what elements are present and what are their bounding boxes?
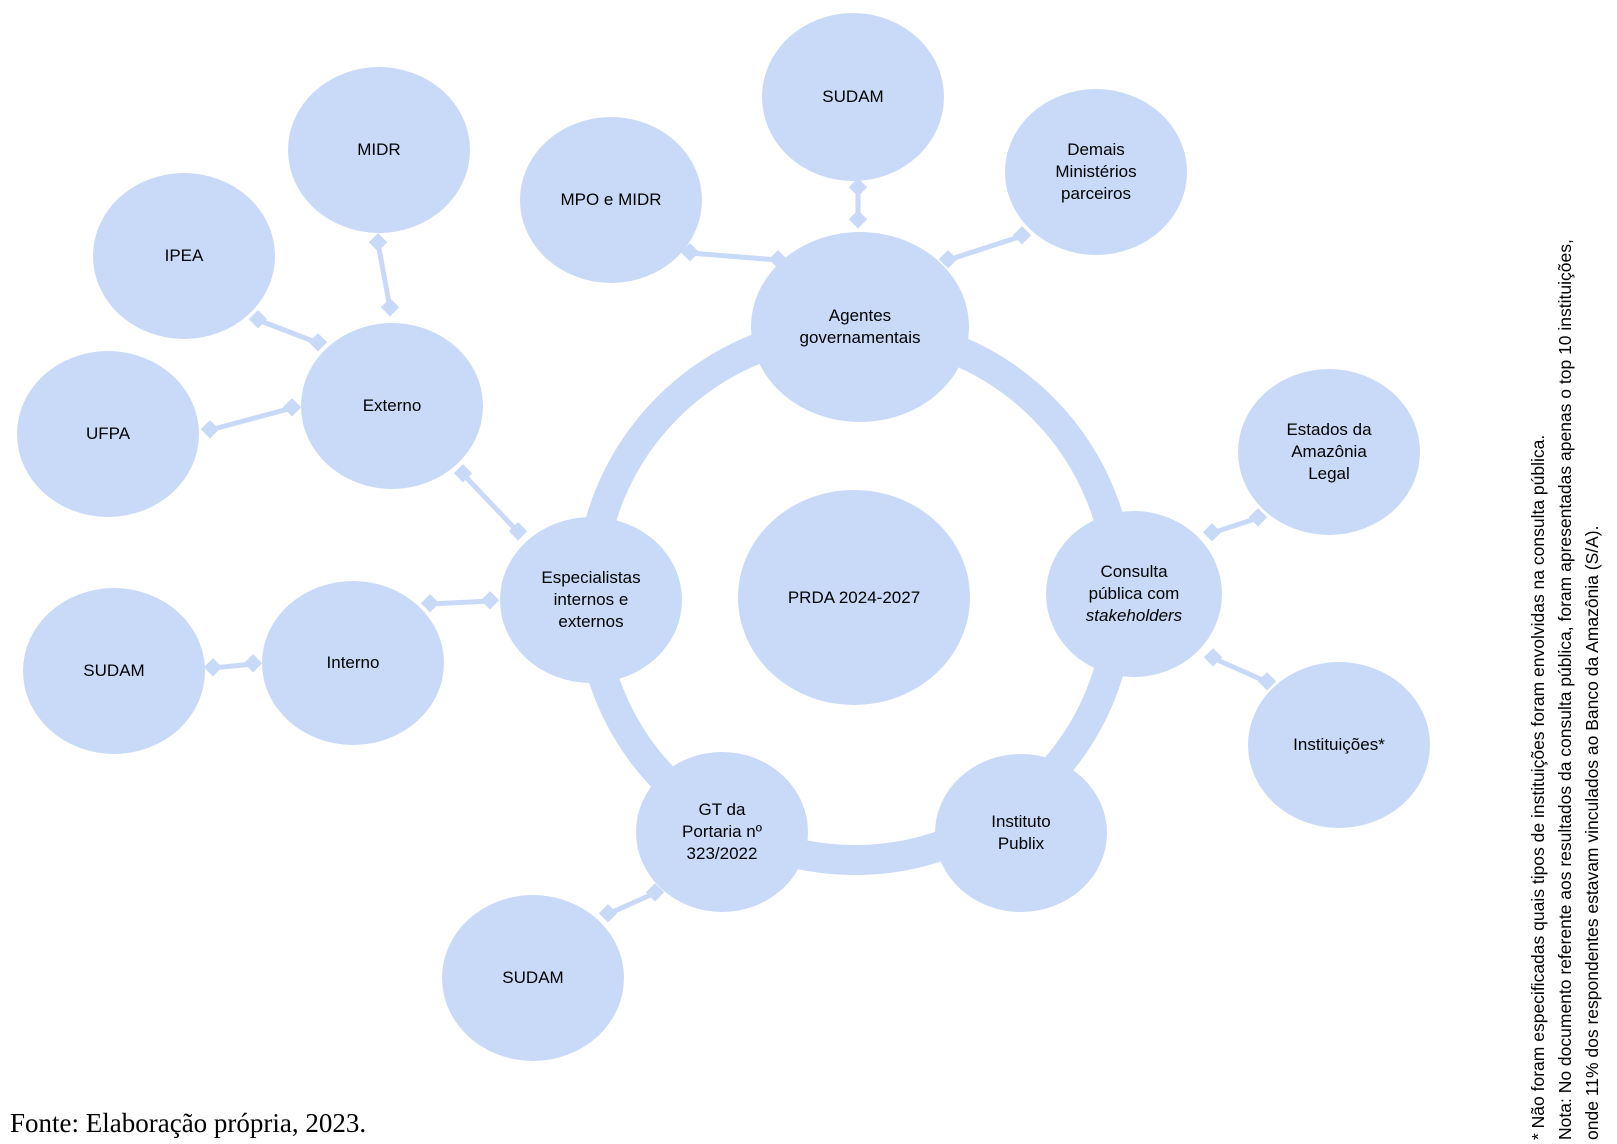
- node-sudam-interno: SUDAM: [23, 588, 205, 754]
- footnote-nota: Nota: No documento referente aos resulta…: [1555, 239, 1575, 1140]
- node-ipea-label: IPEA: [164, 246, 204, 265]
- connector-interno-especialistas: [420, 591, 500, 613]
- node-interno-label: Interno: [326, 653, 380, 672]
- connector-mpo-agentes: [680, 243, 788, 269]
- node-sudam-gt: SUDAM: [442, 895, 624, 1061]
- footnote-asterisk: * Não foram especificadas quais tipos de…: [1528, 434, 1548, 1140]
- node-interno: Interno: [262, 581, 444, 745]
- node-midr-label: MIDR: [357, 140, 401, 159]
- node-instituicoes-label: Instituições*: [1293, 735, 1385, 754]
- connector-externo-especialistas: [453, 464, 528, 541]
- connector-ipea-externo: [248, 310, 328, 352]
- node-externo-label: Externo: [362, 396, 422, 415]
- center-node-label: PRDA 2024-2027: [787, 587, 921, 607]
- footnote-nota-continued: onde 11% dos respondentes estavam vincul…: [1582, 525, 1602, 1141]
- node-externo: Externo: [301, 323, 483, 489]
- source-caption: Fonte: Elaboração própria, 2023.: [10, 1108, 367, 1138]
- node-instituicoes: Instituições*: [1248, 662, 1430, 828]
- center-node-prda: PRDA 2024-2027: [738, 490, 970, 705]
- connector-sudam-agentes: [848, 178, 868, 229]
- node-mpo-midr-label: MPO e MIDR: [560, 190, 662, 209]
- connector-ufpa-externo: [200, 398, 302, 439]
- node-sudam-interno-label: SUDAM: [83, 661, 145, 680]
- node-sudam-top: SUDAM: [762, 13, 944, 181]
- node-midr: MIDR: [288, 67, 470, 233]
- node-sudam-top-label: SUDAM: [822, 87, 884, 106]
- node-ufpa-label: UFPA: [85, 424, 131, 443]
- node-ipea: IPEA: [93, 173, 275, 339]
- connector-sudam-interno: [203, 654, 263, 677]
- node-mpo-midr: MPO e MIDR: [520, 117, 702, 283]
- footnote-block: * Não foram especificadas quais tipos de…: [1525, 239, 1606, 1140]
- connector-sudam-gt: [598, 883, 665, 923]
- node-sudam-gt-label: SUDAM: [502, 968, 564, 987]
- connector-demais-agentes: [938, 226, 1032, 269]
- connector-instituicoes-consulta: [1203, 648, 1277, 691]
- connector-estados-consulta: [1202, 508, 1268, 542]
- node-ufpa: UFPA: [17, 351, 199, 517]
- connector-midr-externo: [368, 233, 400, 317]
